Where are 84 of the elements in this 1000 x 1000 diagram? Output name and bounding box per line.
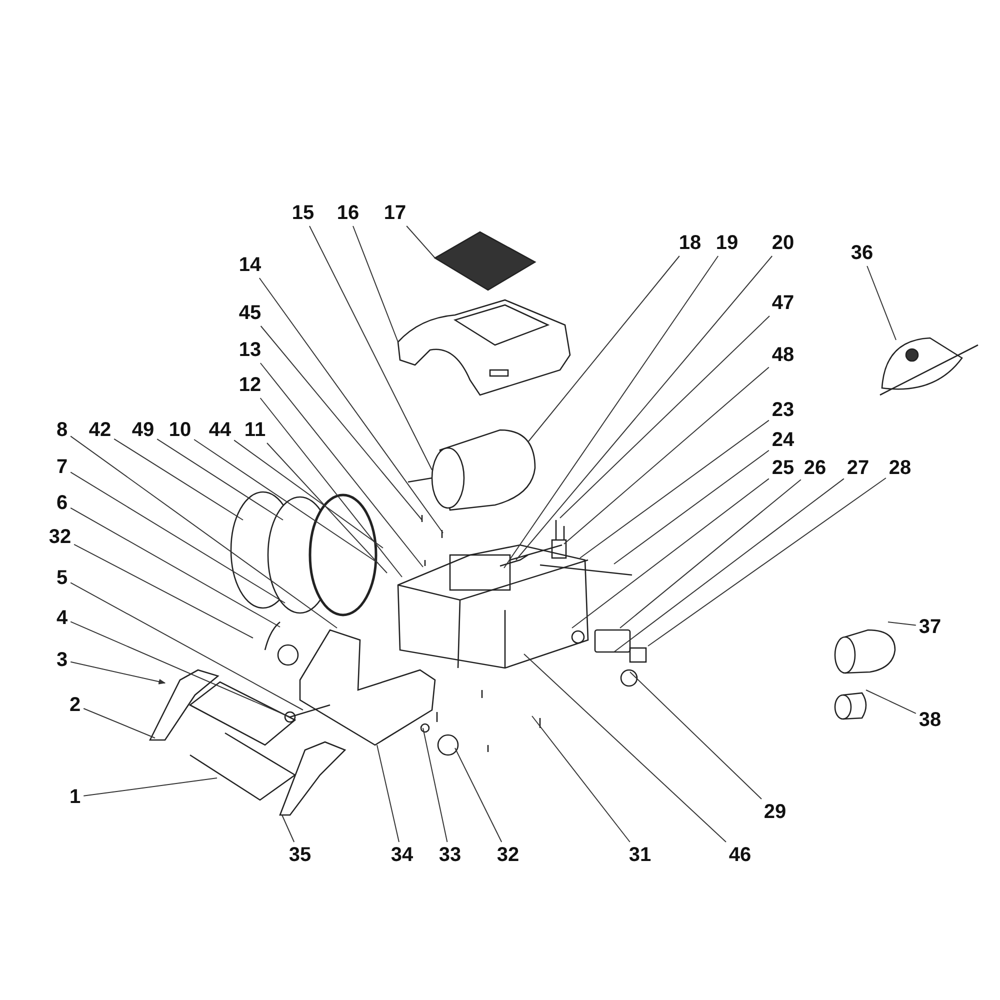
callout-number: 46 [728,844,752,866]
leader-line [352,226,398,342]
leader-line [580,420,770,558]
callout-number: 17 [382,202,408,224]
callout-number: 2 [68,694,82,716]
leader-line [260,326,422,520]
leader-line [504,256,719,568]
callout-number: 13 [238,339,262,361]
leader-line [74,544,254,638]
callout-number: 11 [243,419,267,441]
leader-line [70,472,286,604]
callout-number: 16 [336,202,360,224]
callout-number: 36 [850,242,874,264]
callout-number: 38 [918,709,942,731]
callout-number: 4 [55,607,69,629]
callout-number: 12 [238,374,262,396]
leader-line [266,442,388,574]
callout-number: 25 [770,457,796,479]
callout-number: 32 [496,844,520,866]
callout-number: 26 [802,457,828,479]
callout-number: 48 [770,344,796,366]
leader-line [234,440,384,548]
callout-number: 23 [770,399,796,421]
callout-number: 47 [770,292,796,314]
leader-line [260,362,424,568]
leader-line [194,439,378,564]
callout-number: 3 [55,649,69,671]
callout-number: 42 [88,419,112,441]
leader-line [83,778,218,796]
leader-line [572,478,770,628]
leader-line [648,478,886,646]
callout-number: 19 [714,232,740,254]
callout-number: 24 [770,429,796,451]
callout-number: 49 [130,419,156,441]
leader-line [516,256,773,560]
callout-number: 6 [55,492,69,514]
leader-line [83,708,156,738]
leader-line [866,690,916,714]
callout-number: 18 [678,232,702,254]
callout-number: 7 [55,456,69,478]
callout-number: 10 [168,419,192,441]
callout-number: 27 [846,457,870,479]
leader-line [70,436,338,628]
leader-line [114,438,244,520]
callout-number: 33 [438,844,462,866]
leader-line [524,654,726,842]
leader-line [454,748,502,842]
leader-line [888,622,916,626]
callout-number: 45 [238,302,262,324]
callout-number: 1 [68,786,82,808]
leader-line [406,226,436,258]
callout-number: 29 [762,801,788,823]
leader-line [614,450,770,564]
callout-number: 8 [55,419,69,441]
leader-line [866,266,896,340]
leader-line [309,226,432,470]
leader-line [376,744,400,842]
callout-number: 35 [288,844,312,866]
leader-line [422,728,448,842]
leader-line [70,582,304,710]
callout-number: 37 [918,616,942,638]
leader-line [614,478,844,652]
leader-line [70,621,290,718]
leader-line [532,716,630,842]
callout-number: 34 [390,844,414,866]
callout-number: 5 [55,567,69,589]
callout-number: 28 [888,457,912,479]
callout-number: 14 [238,254,262,276]
callout-number: 44 [208,419,232,441]
leader-line [70,661,166,684]
leader-line [156,438,284,520]
leader-line [560,316,770,518]
leader-line [282,814,295,842]
leader-line [630,672,762,800]
leader-line [258,278,444,534]
callout-number: 20 [770,232,796,254]
leader-line [70,507,280,628]
leader-line [620,479,802,628]
leader-line [564,366,770,544]
callout-number: 31 [628,844,652,866]
leader-line [260,398,402,578]
leader-line [528,256,680,442]
callout-number: 15 [290,202,316,224]
callout-number: 32 [48,526,72,548]
